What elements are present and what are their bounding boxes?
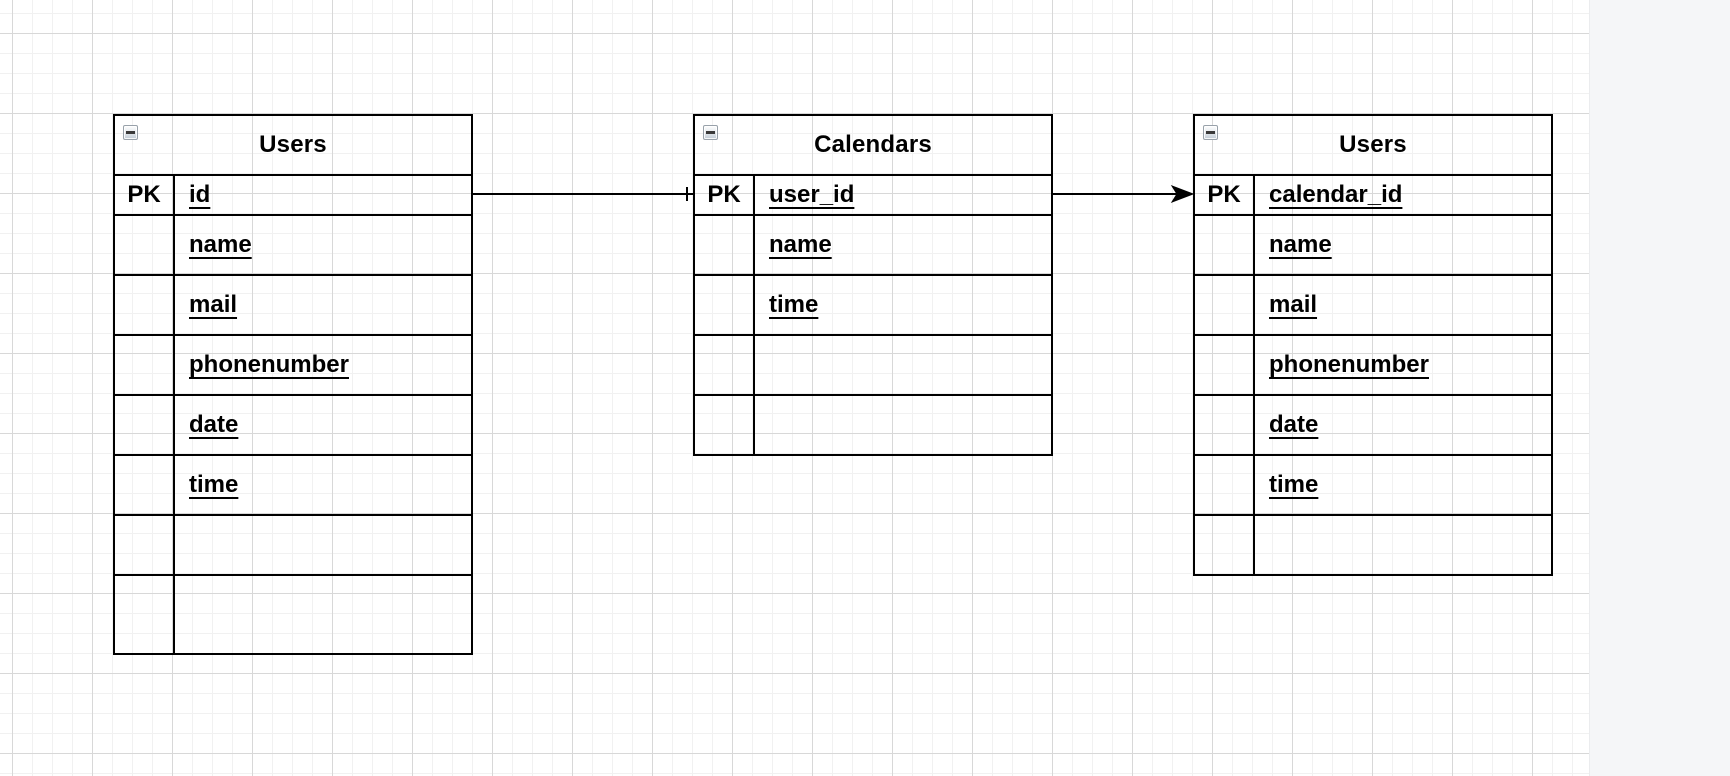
table-row[interactable]: phonenumber — [115, 334, 471, 394]
pk-cell — [115, 516, 175, 574]
table-title: Users — [259, 131, 327, 158]
pk-cell — [695, 336, 755, 394]
attr-label: name — [1269, 231, 1332, 258]
attr-label: time — [1269, 471, 1319, 498]
pk-cell — [115, 216, 175, 274]
table-row-empty[interactable] — [695, 334, 1051, 394]
pk-cell: PK — [695, 176, 755, 214]
attr-label: name — [769, 231, 832, 258]
pk-cell — [115, 576, 175, 653]
pk-cell: PK — [1195, 176, 1255, 214]
table-header: Users — [1195, 116, 1551, 174]
pk-cell — [115, 336, 175, 394]
attr-label: mail — [189, 291, 238, 318]
pk-cell — [1195, 516, 1255, 574]
pk-cell: PK — [115, 176, 175, 214]
attr-label: phonenumber — [1269, 351, 1429, 378]
table-row[interactable]: date — [115, 394, 471, 454]
table-row[interactable]: name — [115, 214, 471, 274]
collapse-icon[interactable] — [1203, 125, 1218, 140]
table-row[interactable]: PK id — [115, 174, 471, 214]
table-row[interactable]: mail — [1195, 274, 1551, 334]
pk-cell — [1195, 396, 1255, 454]
attr-label: user_id — [769, 181, 855, 208]
pk-cell — [1195, 336, 1255, 394]
er-table-users-right[interactable]: Users PK calendar_id name mail phonenumb… — [1193, 114, 1553, 576]
attr-label: date — [189, 411, 239, 438]
offpage-area — [1589, 0, 1730, 776]
attr-label: mail — [1269, 291, 1318, 318]
er-table-calendars[interactable]: Calendars PK user_id name time — [693, 114, 1053, 456]
table-row[interactable]: name — [1195, 214, 1551, 274]
attr-label: name — [189, 231, 252, 258]
table-row-empty[interactable] — [115, 574, 471, 653]
pk-cell — [1195, 276, 1255, 334]
table-row-empty[interactable] — [695, 394, 1051, 454]
table-row[interactable]: time — [115, 454, 471, 514]
table-row[interactable]: date — [1195, 394, 1551, 454]
table-header: Users — [115, 116, 471, 174]
minus-glyph — [1206, 131, 1215, 134]
er-table-users-left[interactable]: Users PK id name mail phonenumber date t… — [113, 114, 473, 655]
attr-label: time — [769, 291, 819, 318]
pk-cell — [115, 456, 175, 514]
pk-cell — [695, 396, 755, 454]
table-row[interactable]: PK user_id — [695, 174, 1051, 214]
table-title: Users — [1339, 131, 1407, 158]
attr-label: date — [1269, 411, 1319, 438]
minus-glyph — [126, 131, 135, 134]
collapse-icon[interactable] — [703, 125, 718, 140]
table-row[interactable]: phonenumber — [1195, 334, 1551, 394]
table-row[interactable]: mail — [115, 274, 471, 334]
diagram-canvas[interactable] — [0, 0, 1589, 776]
table-title: Calendars — [814, 131, 932, 158]
pk-cell — [115, 276, 175, 334]
table-header: Calendars — [695, 116, 1051, 174]
attr-label: phonenumber — [189, 351, 349, 378]
pk-cell — [1195, 216, 1255, 274]
table-row[interactable]: name — [695, 214, 1051, 274]
pk-cell — [695, 276, 755, 334]
table-row[interactable]: time — [695, 274, 1051, 334]
collapse-icon[interactable] — [123, 125, 138, 140]
minus-glyph — [706, 131, 715, 134]
attr-label: id — [189, 181, 211, 208]
table-row-empty[interactable] — [115, 514, 471, 574]
attr-label: time — [189, 471, 239, 498]
table-row[interactable]: time — [1195, 454, 1551, 514]
pk-cell — [115, 396, 175, 454]
table-row-empty[interactable] — [1195, 514, 1551, 574]
table-row[interactable]: PK calendar_id — [1195, 174, 1551, 214]
pk-cell — [695, 216, 755, 274]
pk-cell — [1195, 456, 1255, 514]
attr-label: calendar_id — [1269, 181, 1403, 208]
